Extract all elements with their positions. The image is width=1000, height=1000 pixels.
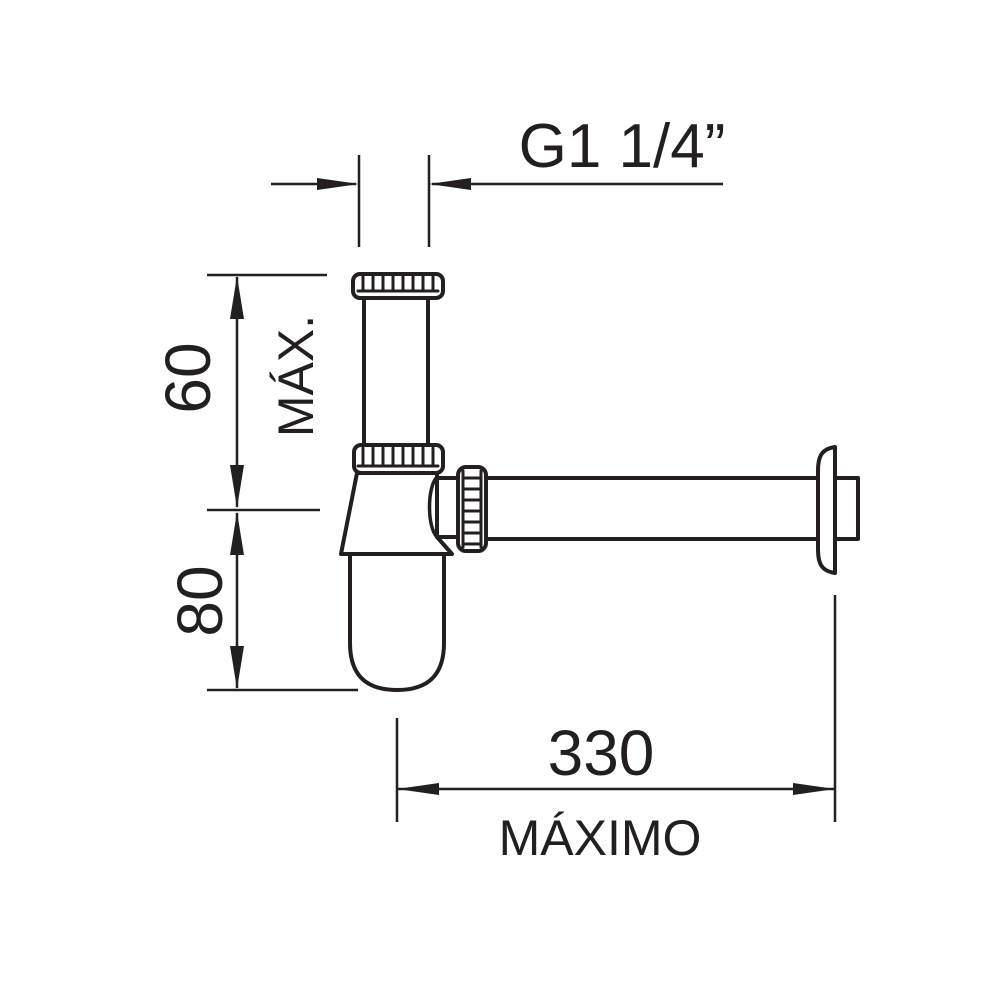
labels-group: G1 1/4” 60 MÁX. 80 330 MÁXIMO	[152, 112, 725, 866]
thread-size-label: G1 1/4”	[519, 112, 726, 181]
thread-arrow-left	[317, 178, 359, 190]
arrowheads-group	[230, 178, 835, 795]
dim80-arrow-bottom	[230, 646, 244, 689]
dim330-arrow-left	[397, 783, 439, 795]
wall-pipe-stub	[833, 476, 860, 541]
dim330-arrow-right	[793, 783, 835, 795]
inlet-tube	[362, 296, 430, 447]
thread-extension-lines	[357, 155, 431, 247]
inlet-lower-nut-knurling	[361, 446, 435, 468]
lower-height-label: 80	[164, 565, 236, 636]
dim60-arrow-bottom	[230, 465, 244, 508]
outlet-pipe	[484, 476, 820, 541]
outlet-nut	[456, 465, 488, 553]
depth-label: 330	[548, 717, 655, 789]
depth-qualifier-label: MÁXIMO	[499, 810, 702, 866]
thread-arrow-right	[429, 178, 471, 190]
outlet-spigot	[435, 476, 460, 539]
dim60-arrow-top	[230, 276, 244, 319]
upper-height-label: 60	[152, 342, 224, 413]
outlet-boss-arc	[427, 475, 439, 539]
upper-height-qualifier-label: MÁX.	[268, 315, 324, 437]
wall-flange	[816, 445, 837, 575]
outlet-nut-knurling	[461, 476, 483, 546]
inlet-top-nut-knurling	[361, 274, 435, 293]
dim80-arrow-top	[230, 512, 244, 555]
trap-outline-group	[339, 272, 860, 692]
trap-cup	[348, 552, 446, 692]
trap-body-cone	[339, 471, 454, 556]
inlet-top-nut	[351, 272, 445, 300]
